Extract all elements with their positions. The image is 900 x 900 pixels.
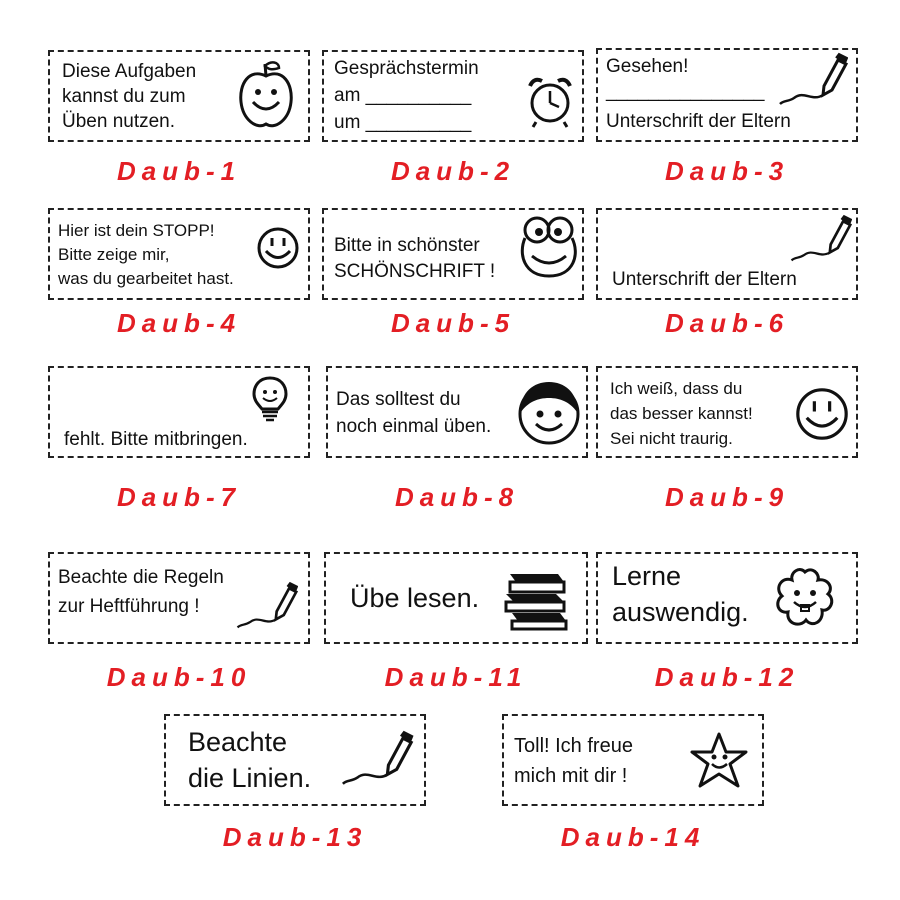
smiley-icon <box>256 226 300 270</box>
stamp-text-line: das besser kannst! <box>610 404 753 423</box>
lightbulb-icon <box>250 374 290 424</box>
alarm-clock-icon <box>524 74 576 128</box>
books-icon <box>504 566 570 632</box>
stamp-12: Lerne auswendig. <box>596 552 858 644</box>
stamp-10: Beachte die Regeln zur Heftführung ! <box>48 552 310 644</box>
stamp-text-line: die Linien. <box>188 763 312 793</box>
stamp-text-line: Hier ist dein STOPP! <box>58 221 215 240</box>
stamp-1: Diese Aufgaben kannst du zum Üben nutzen… <box>48 50 310 142</box>
stamp-5: Bitte in schönster SCHÖNSCHRIFT ! <box>322 208 584 300</box>
stamp-label: Daub-7 <box>116 482 242 512</box>
stamp-text-line: Sei nicht traurig. <box>610 429 733 448</box>
apple-smiley-icon <box>235 60 297 132</box>
stamp-text-line: fehlt. Bitte mitbringen. <box>64 429 248 450</box>
stamp-label: Daub-9 <box>664 482 790 512</box>
stamp-6: Unterschrift der Eltern <box>596 208 858 300</box>
stamp-label: Daub-3 <box>664 156 790 186</box>
stamp-14: Toll! Ich freue mich mit dir ! <box>502 714 764 806</box>
stamp-11: Übe lesen. <box>324 552 588 644</box>
stamp-text-line: um __________ <box>334 112 472 133</box>
stamp-text-line: Gesehen! <box>606 56 689 77</box>
star-icon <box>686 730 752 794</box>
stamp-label: Daub-11 <box>384 662 528 692</box>
stamp-label: Daub-10 <box>106 662 252 692</box>
stamp-text-line: auswendig. <box>612 597 749 627</box>
stamp-text-line: noch einmal üben. <box>336 416 492 437</box>
girl-face-icon <box>516 378 582 446</box>
pencil-icon <box>788 214 852 266</box>
stamp-text-line: was du gearbeitet hast. <box>58 269 234 288</box>
stamp-text-line: _______________ <box>606 81 765 102</box>
stamp-label: Daub-6 <box>664 308 790 338</box>
flower-face-icon <box>772 566 838 630</box>
pencil-icon <box>234 580 298 634</box>
stamp-text-line: Gesprächstermin <box>334 58 479 79</box>
stamp-text-line: kannst du zum <box>62 86 186 107</box>
stamp-label: Daub-4 <box>116 308 242 338</box>
stamp-text-line: Bitte zeige mir, <box>58 245 170 264</box>
stamp-label: Daub-2 <box>390 156 516 186</box>
stamp-text-line: Übe lesen. <box>350 583 480 613</box>
stamp-label: Daub-1 <box>116 156 242 186</box>
stamp-label: Daub-8 <box>394 482 520 512</box>
stamp-text-line: Diese Aufgaben <box>62 61 197 82</box>
stamp-text-line: Unterschrift der Eltern <box>606 111 791 132</box>
stamp-9: Ich weiß, dass du das besser kannst! Sei… <box>596 366 858 458</box>
stamp-7: fehlt. Bitte mitbringen. <box>48 366 310 458</box>
stamp-text-line: am __________ <box>334 85 472 106</box>
smiley-icon <box>794 386 850 442</box>
stamp-text-line: Das solltest du <box>336 389 461 410</box>
pencil-icon <box>776 52 848 110</box>
stamp-text-line: SCHÖNSCHRIFT ! <box>334 261 496 282</box>
stamp-text-line: Üben nutzen. <box>62 111 176 132</box>
stamp-8: Das solltest du noch einmal üben. <box>326 366 588 458</box>
stamp-text-line: Unterschrift der Eltern <box>612 269 797 290</box>
stamp-text-line: Toll! Ich freue <box>514 735 633 757</box>
stamp-2: Gesprächstermin am __________ um _______… <box>322 50 584 142</box>
stamp-text-line: zur Heftführung ! <box>58 596 200 617</box>
stamp-label: Daub-5 <box>390 308 516 338</box>
stamp-label: Daub-14 <box>560 822 706 852</box>
pencil-icon <box>338 730 414 790</box>
stamp-4: Hier ist dein STOPP! Bitte zeige mir, wa… <box>48 208 310 300</box>
frog-icon <box>518 214 580 282</box>
stamp-label: Daub-12 <box>654 662 800 692</box>
stamp-text-line: Beachte die Regeln <box>58 567 224 588</box>
stamp-text-line: Bitte in schönster <box>334 235 480 256</box>
stamp-text-line: Beachte <box>188 727 288 757</box>
stamp-text-line: mich mit dir ! <box>514 765 628 787</box>
stamp-text-line: Lerne <box>612 561 682 591</box>
stamp-text-line: Ich weiß, dass du <box>610 379 743 398</box>
stamp-3: Gesehen! _______________ Unterschrift de… <box>596 48 858 142</box>
stamp-label: Daub-13 <box>222 822 368 852</box>
stamp-13: Beachte die Linien. <box>164 714 426 806</box>
